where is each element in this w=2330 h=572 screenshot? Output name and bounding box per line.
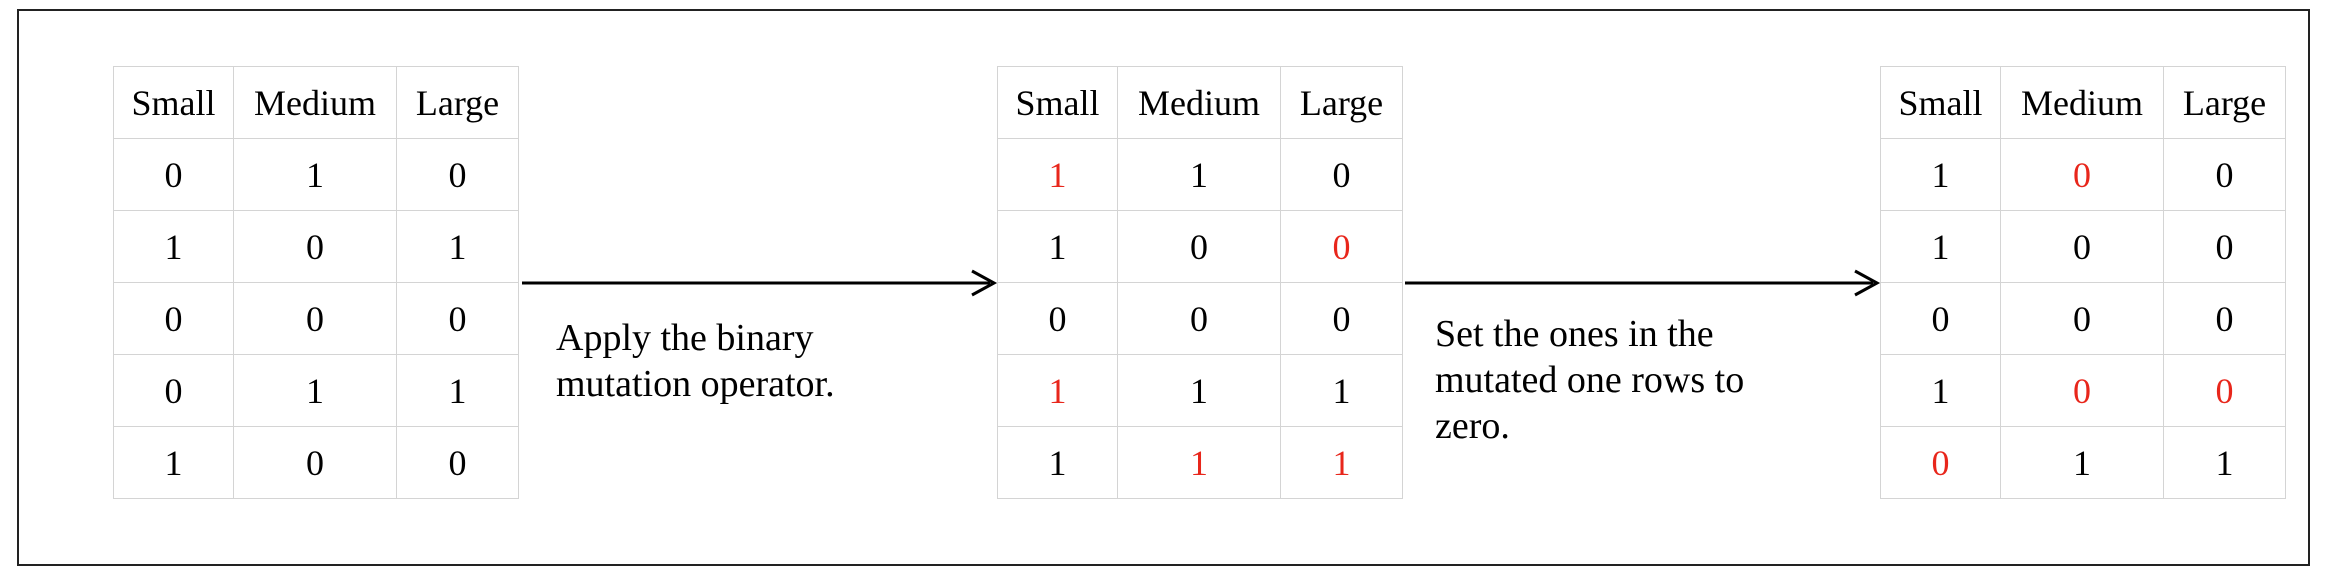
- caption-step-2-line-1: Set the ones in the: [1435, 313, 1714, 355]
- matrix-cell: 1: [1117, 138, 1281, 211]
- column-header: Medium: [1117, 66, 1281, 139]
- column-header: Large: [2163, 66, 2286, 139]
- matrix-cell: 0: [113, 282, 234, 355]
- caption-step-2: Set the ones in the mutated one rows to …: [1435, 311, 1744, 449]
- matrix-cell: 1: [233, 138, 397, 211]
- column-header: Small: [997, 66, 1118, 139]
- matrix-cell: 1: [1880, 354, 2001, 427]
- matrix-cell: 1: [2000, 426, 2164, 499]
- matrix-cell: 1: [997, 426, 1118, 499]
- matrix-cell: 0: [233, 210, 397, 283]
- matrix-cell: 1: [1280, 354, 1403, 427]
- column-header: Large: [1280, 66, 1403, 139]
- mutated-cell: 1: [997, 354, 1118, 427]
- matrix-cell: 0: [1280, 138, 1403, 211]
- matrix-cell: 1: [1880, 210, 2001, 283]
- caption-step-1-line-2: mutation operator.: [556, 363, 835, 405]
- matrix-cell: 1: [1880, 138, 2001, 211]
- matrix-cell: 1: [2163, 426, 2286, 499]
- matrix-cell: 0: [1280, 282, 1403, 355]
- matrix-cell: 0: [997, 282, 1118, 355]
- matrix-cell: 0: [1117, 210, 1281, 283]
- mutated-cell: 0: [2000, 138, 2164, 211]
- column-header: Medium: [2000, 66, 2164, 139]
- matrix-cell: 0: [2163, 138, 2286, 211]
- caption-step-2-line-3: zero.: [1435, 405, 1510, 447]
- mutated-cell: 0: [2163, 354, 2286, 427]
- matrix-cell: 0: [2000, 210, 2164, 283]
- matrix-cell: 0: [113, 354, 234, 427]
- matrix-cell: 0: [396, 138, 519, 211]
- matrix-cell: 1: [396, 354, 519, 427]
- matrix-cell: 0: [396, 282, 519, 355]
- arrow-step-1-head: [971, 269, 998, 297]
- arrow-step-2-head: [1854, 269, 1881, 297]
- mutated-cell: 0: [1880, 426, 2001, 499]
- matrix-cell: 0: [396, 426, 519, 499]
- matrix-cell: 0: [2163, 210, 2286, 283]
- caption-step-1: Apply the binary mutation operator.: [556, 315, 835, 407]
- matrix-cell: 0: [1117, 282, 1281, 355]
- mutated-cell: 1: [1117, 426, 1281, 499]
- mutated-cell: 0: [1280, 210, 1403, 283]
- mutated-cell: 0: [2000, 354, 2164, 427]
- matrix-cell: 0: [233, 426, 397, 499]
- matrix-cell: 1: [396, 210, 519, 283]
- mutated-cell: 1: [997, 138, 1118, 211]
- matrix-cell: 1: [233, 354, 397, 427]
- column-header: Large: [396, 66, 519, 139]
- diagram-frame: [17, 9, 2310, 566]
- matrix-cell: 0: [113, 138, 234, 211]
- matrix-cell: 0: [1880, 282, 2001, 355]
- arrow-step-2: [1405, 269, 1881, 297]
- matrix-cell: 1: [1117, 354, 1281, 427]
- matrix-cell: 0: [2000, 282, 2164, 355]
- mutated-cell: 1: [1280, 426, 1403, 499]
- arrow-step-1: [522, 269, 998, 297]
- caption-step-1-line-1: Apply the binary: [556, 317, 814, 359]
- column-header: Medium: [233, 66, 397, 139]
- matrix-cell: 1: [997, 210, 1118, 283]
- matrix-cell: 1: [113, 426, 234, 499]
- matrix-cell: 1: [113, 210, 234, 283]
- matrix-cell: 0: [233, 282, 397, 355]
- caption-step-2-line-2: mutated one rows to: [1435, 359, 1745, 401]
- column-header: Small: [113, 66, 234, 139]
- column-header: Small: [1880, 66, 2001, 139]
- matrix-cell: 0: [2163, 282, 2286, 355]
